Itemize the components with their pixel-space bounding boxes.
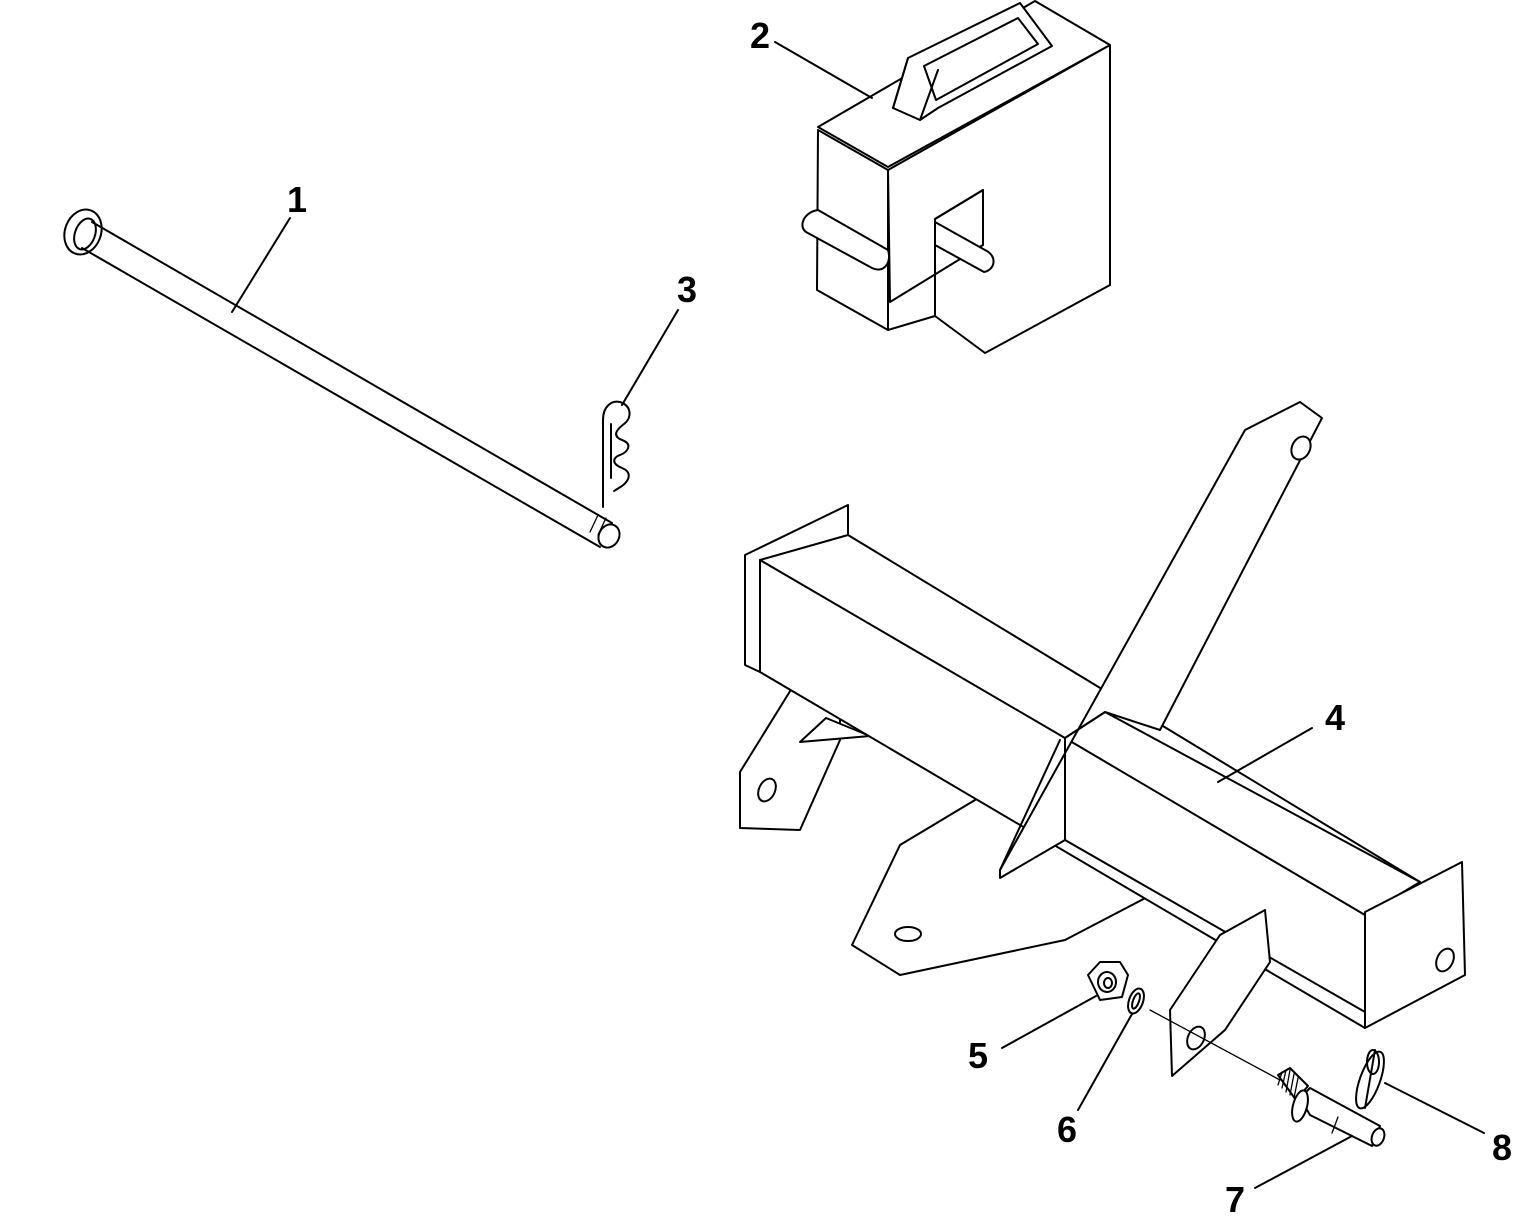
leader-7 [1254,1135,1353,1189]
leader-5 [1001,995,1097,1049]
hex-nut-icon[interactable] [1087,961,1129,1001]
threaded-pin-icon[interactable] [1277,1067,1387,1148]
leader-2 [774,41,873,99]
long-pin-icon[interactable] [58,204,623,551]
lynch-pin-icon[interactable] [1350,1048,1389,1111]
leader-6 [1077,1013,1133,1111]
callout-5: 5 [968,1035,988,1076]
callout-1: 1 [287,179,307,220]
callout-6: 6 [1057,1109,1077,1150]
leader-3 [621,309,679,406]
callout-3: 3 [677,269,697,310]
callout-4: 4 [1325,697,1345,738]
suitcase-weight-icon[interactable] [801,0,1111,354]
leader-1 [231,217,291,313]
lock-washer-icon[interactable] [1125,986,1147,1015]
leader-8 [1384,1082,1485,1134]
hairpin-clip-icon[interactable] [602,400,631,508]
callout-7: 7 [1225,1179,1245,1220]
callout-labels: 1 2 3 4 5 6 7 8 [287,15,1512,1220]
assembly-axis [1149,1009,1281,1081]
leader-lines [231,41,1485,1189]
callout-8: 8 [1492,1127,1512,1168]
callout-2: 2 [750,15,770,56]
leader-4 [1217,727,1313,783]
hitch-frame-icon[interactable] [739,401,1466,1077]
